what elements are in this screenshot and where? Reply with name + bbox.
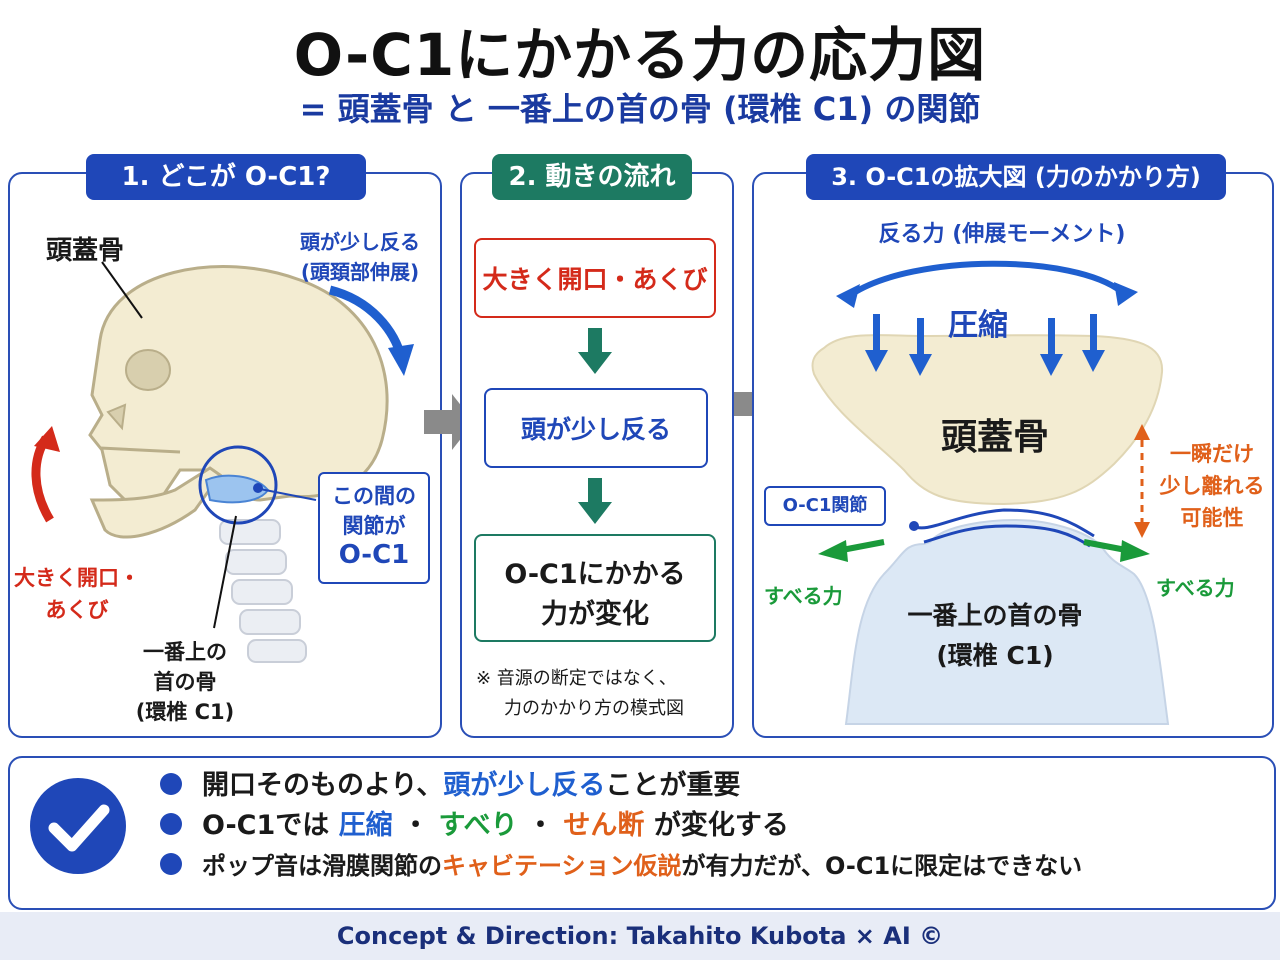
flow-note-line1: ※ 音源の断定ではなく、 <box>476 668 677 689</box>
panel-3-label: 3. O-C1の拡大図 (力のかかり方) <box>806 154 1226 200</box>
skull-label: 頭蓋骨 <box>46 236 125 266</box>
footer-credit: Concept & Direction: Takahito Kubota × A… <box>0 912 1280 960</box>
summary-panel <box>8 756 1276 910</box>
joint-callout-line1: この間の <box>332 484 416 508</box>
summary-bullet-2: O-C1では 圧縮 ・ すべり ・ せん断 が変化する <box>160 806 789 846</box>
c1-label-3: (環椎 C1) <box>135 700 235 724</box>
compression-arrows <box>865 314 1105 376</box>
slide-right-arrow <box>1083 539 1127 553</box>
summary-bullet-1: 開口そのものより、頭が少し反ることが重要 <box>160 766 740 806</box>
separation-label-3: 可能性 <box>1180 506 1244 530</box>
flow-step-force-change <box>474 534 716 642</box>
panel-1-label: 1. どこが O-C1? <box>86 154 366 200</box>
moment-arrow <box>850 260 1124 297</box>
arrow-down-icon <box>578 328 612 374</box>
head-tilt-label-2: (頭頚部伸展) <box>300 260 420 284</box>
oc1-joint-tag: O-C1関節 <box>764 486 886 526</box>
flow-step-force-line2: 力が変化 <box>541 599 649 630</box>
c1-bone <box>844 518 1170 725</box>
open-mouth-label-2: あくび <box>45 598 109 622</box>
open-mouth-label-1: 大きく開口・ <box>14 566 140 590</box>
extension-moment-label: 反る力 (伸展モーメント) <box>878 222 1126 247</box>
page-title: O-C1にかかる力の応力図 <box>293 21 987 89</box>
joint-callout-line2: 関節が <box>342 514 406 538</box>
compression-label: 圧縮 <box>948 308 1008 343</box>
flow-step-head-tilt: 頭が少し反る <box>484 388 708 468</box>
joint-callout <box>318 472 430 584</box>
c1-label-1: 一番上の <box>143 640 227 664</box>
flow-note-line2: 力のかかり方の模式図 <box>504 698 684 719</box>
panel-2-label: 2. 動きの流れ <box>492 154 692 200</box>
open-arrow <box>31 435 54 523</box>
bullet-icon <box>160 853 182 875</box>
page-subtitle: = 頭蓋骨 と 一番上の首の骨 (環椎 C1) の関節 <box>299 90 981 128</box>
arrow-down-icon <box>578 478 612 524</box>
bullet-icon <box>160 772 182 795</box>
flow-step-force-line1: O-C1にかかる <box>504 559 686 590</box>
enlarged-skull-label: 頭蓋骨 <box>940 417 1049 458</box>
slide-left-arrow <box>841 539 885 553</box>
skull-bone <box>811 334 1164 506</box>
enlarged-joint-diagram <box>811 260 1170 725</box>
joint-circle <box>198 445 278 525</box>
bullet-icon <box>160 812 182 835</box>
separation-label-1: 一瞬だけ <box>1170 442 1254 466</box>
skull-illustration <box>31 261 414 663</box>
head-tilt-label-1: 頭が少し反る <box>300 230 420 254</box>
summary-bullet-3: ポップ音は滑膜関節のキャビテーション仮説が有力だが、O-C1に限定はできない <box>160 846 1082 886</box>
slide-left-label: すべる力 <box>764 584 843 608</box>
c1-label-2: 首の骨 <box>153 670 217 694</box>
flow-step-open-mouth: 大きく開口・あくび <box>474 238 716 318</box>
separation-label-2: 少し離れる <box>1159 474 1265 498</box>
joint-callout-line3: O-C1 <box>338 540 410 570</box>
enlarged-c1-label-1: 一番上の首の骨 <box>907 601 1083 630</box>
cervical-spine <box>219 519 307 663</box>
enlarged-c1-label-2: (環椎 C1) <box>936 641 1054 670</box>
slide-right-label: すべる力 <box>1156 576 1235 600</box>
checkmark-icon <box>30 778 126 874</box>
